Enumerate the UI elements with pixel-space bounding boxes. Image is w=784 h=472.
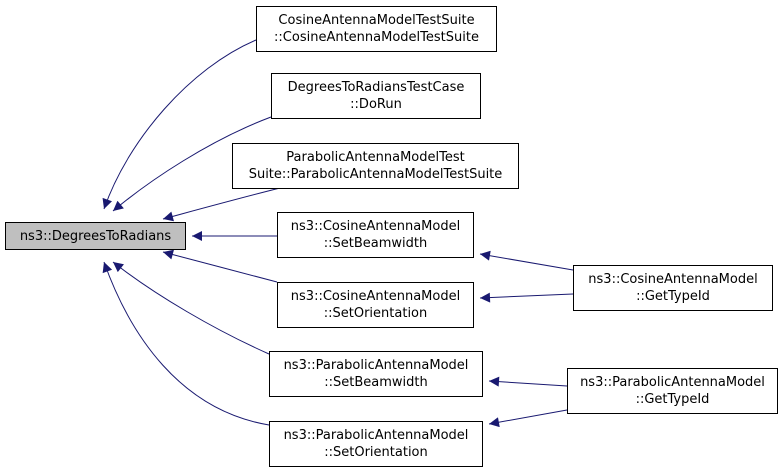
edge-par-suite-to-root <box>162 187 281 222</box>
edge-cos-type-to-cos-orient <box>479 292 574 303</box>
node-label-line: ::SetOrientation <box>324 445 428 460</box>
node-label-line: Suite::ParabolicAntennaModelTestSuite <box>248 167 503 182</box>
edge-par-orient-to-root <box>102 261 270 426</box>
edge-par-type-to-par-beam <box>488 376 568 387</box>
node-label-line: ::GetTypeId <box>635 392 710 407</box>
node-label-line: ns3::ParabolicAntennaModel <box>580 375 765 390</box>
edge-par-beam-to-root <box>112 261 270 355</box>
node-label-line: ::DoRun <box>350 97 402 112</box>
node-label-line: ns3::ParabolicAntennaModel <box>283 358 469 373</box>
node-label-line: DegreesToRadiansTestCase <box>287 80 465 95</box>
node-cosine-antenna-model-set-orientation[interactable]: ns3::CosineAntennaModel ::SetOrientation <box>277 282 474 328</box>
node-label-line: ns3::DegreesToRadians <box>19 228 172 244</box>
node-label-line: ::CosineAntennaModelTestSuite <box>274 30 479 45</box>
node-parabolic-antenna-model-get-type-id[interactable]: ns3::ParabolicAntennaModel ::GetTypeId <box>567 368 778 414</box>
node-cosine-antenna-model-set-beamwidth[interactable]: ns3::CosineAntennaModel ::SetBeamwidth <box>277 212 474 258</box>
edge-cos-suite-to-root <box>102 39 257 210</box>
node-label-line: ns3::ParabolicAntennaModel <box>283 428 469 443</box>
node-label-line: ::GetTypeId <box>636 289 710 304</box>
node-parabolic-antenna-model-set-beamwidth[interactable]: ns3::ParabolicAntennaModel ::SetBeamwidt… <box>269 351 483 397</box>
node-degrees-to-radians[interactable]: ns3::DegreesToRadians <box>5 222 186 250</box>
node-label-line: ns3::CosineAntennaModel <box>588 272 758 287</box>
node-label-line: ::SetOrientation <box>323 306 428 321</box>
node-label-line: ::SetBeamwidth <box>324 375 428 390</box>
edge-cos-type-to-cos-beam <box>479 250 574 271</box>
node-degrees-to-radians-test-case-dorun[interactable]: DegreesToRadiansTestCase ::DoRun <box>271 73 481 119</box>
edge-cos-orient-to-root <box>162 249 278 283</box>
edge-deg-test-to-root <box>112 116 272 212</box>
node-label-line: CosineAntennaModelTestSuite <box>278 13 475 28</box>
node-parabolic-antenna-model-set-orientation[interactable]: ns3::ParabolicAntennaModel ::SetOrientat… <box>269 421 483 467</box>
node-cosine-antenna-model-test-suite[interactable]: CosineAntennaModelTestSuite ::CosineAnte… <box>256 6 497 52</box>
node-cosine-antenna-model-get-type-id[interactable]: ns3::CosineAntennaModel ::GetTypeId <box>573 265 773 311</box>
node-label-line: ns3::CosineAntennaModel <box>290 289 461 304</box>
node-label-line: ::SetBeamwidth <box>323 236 428 251</box>
node-label-line: ParabolicAntennaModelTest <box>286 150 465 165</box>
node-parabolic-antenna-model-test-suite[interactable]: ParabolicAntennaModelTest Suite::Parabol… <box>232 143 519 189</box>
edge-par-type-to-par-orient <box>488 409 568 428</box>
node-label-line: ns3::CosineAntennaModel <box>290 219 461 234</box>
